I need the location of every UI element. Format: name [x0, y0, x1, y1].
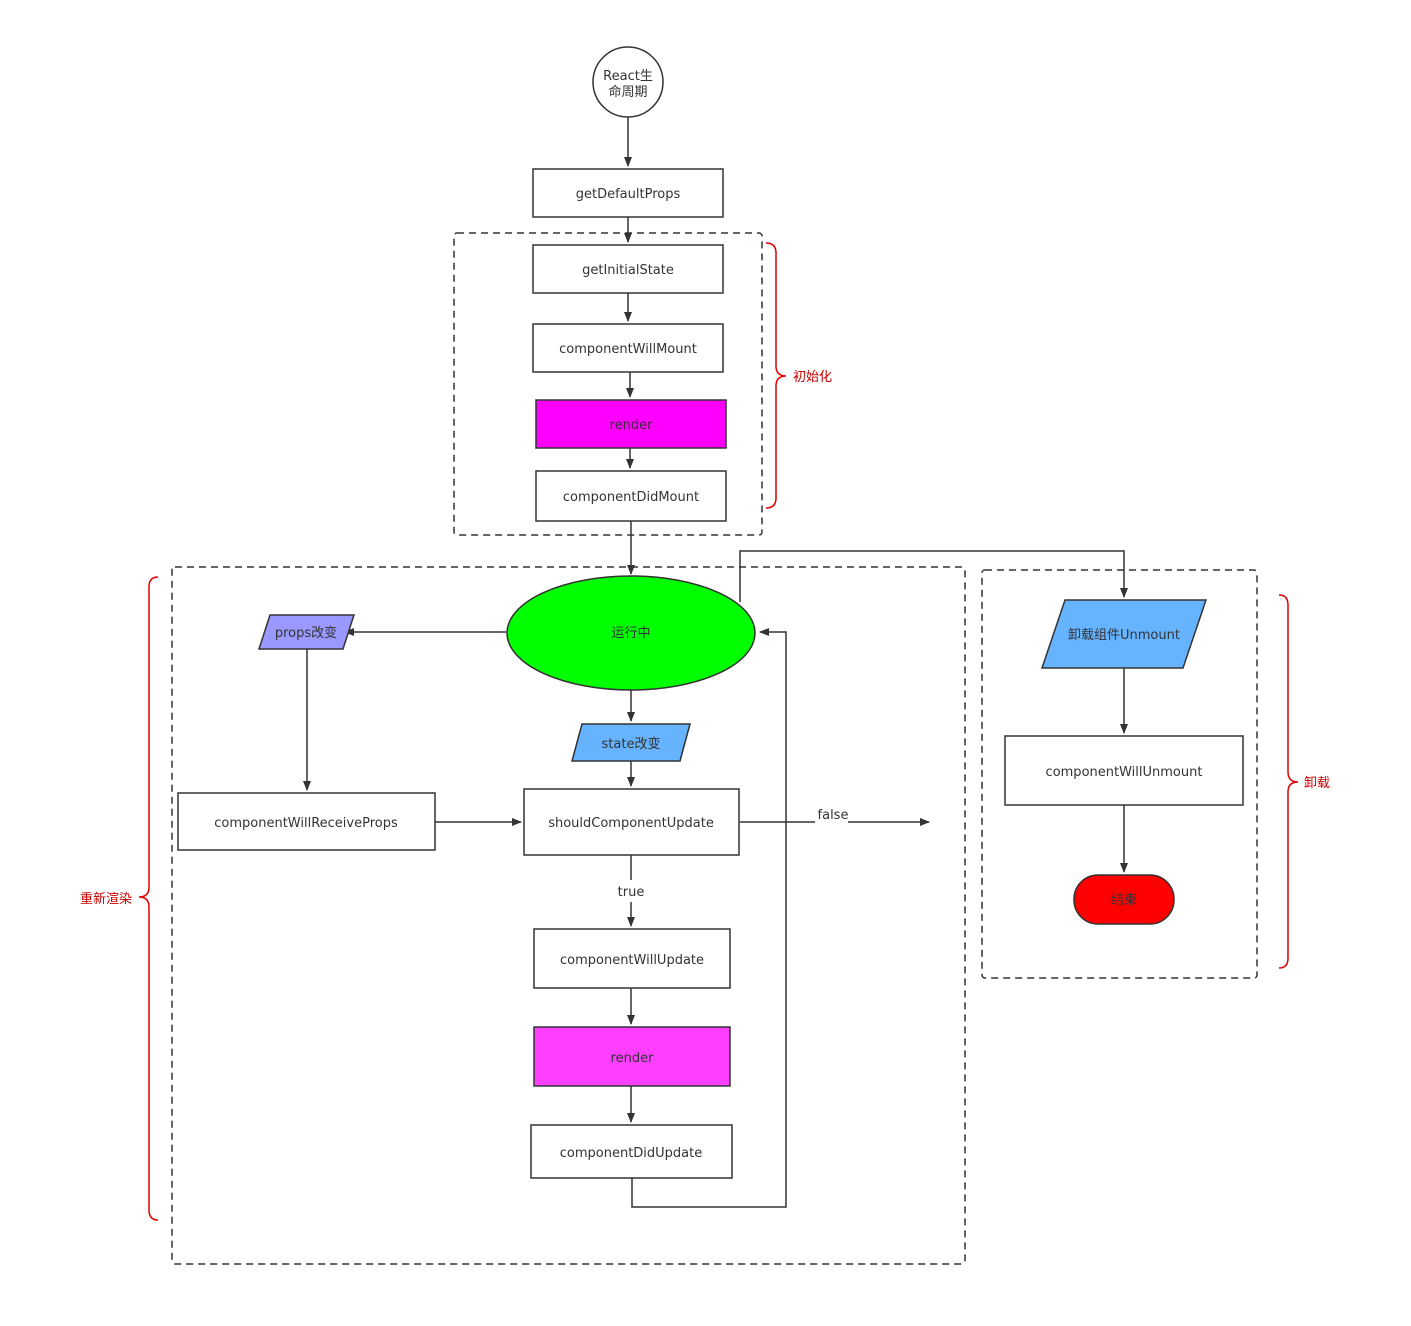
componentdidmount-box: [535, 470, 727, 522]
componentwillunmount-box: [1004, 735, 1244, 806]
componentwillunmount-label: componentWillUnmount: [1046, 765, 1203, 780]
props-change-label: props改变: [275, 625, 337, 641]
render-update-box: [533, 1026, 731, 1087]
getinitialstate-box: [532, 244, 724, 294]
end-label: 结束: [1111, 893, 1137, 908]
componentwillmount-label: componentWillMount: [559, 342, 697, 357]
start-node: [592, 46, 664, 118]
state-change-label: state改变: [602, 736, 661, 752]
getinitialstate-label: getInitialState: [582, 263, 674, 278]
edge-label-false: false: [818, 808, 849, 823]
shouldcomponentupdate-label: shouldComponentUpdate: [548, 816, 714, 831]
componentdidupdate-box: [530, 1124, 733, 1179]
edge-running-to-unmount: [739, 550, 1128, 602]
end-node: [1073, 874, 1175, 925]
getdefaultprops-label: getDefaultProps: [576, 187, 681, 202]
getdefaultprops-box: [532, 168, 724, 218]
render-init-box: [535, 399, 727, 449]
componentwillreceiveprops-box: [177, 792, 436, 851]
unload-group-container: [981, 569, 1258, 979]
state-change-node: [571, 723, 691, 762]
rerender-brace: [138, 576, 159, 1221]
connectors: [303, 117, 1128, 1208]
props-change-node: [257, 614, 356, 650]
render-init-label: render: [610, 418, 654, 433]
componentdidmount-label: componentDidMount: [563, 490, 699, 505]
init-group-label: 初始化: [793, 370, 832, 385]
unload-group-label: 卸载: [1304, 775, 1330, 791]
unmount-node: [1040, 599, 1208, 669]
init-brace: [765, 242, 787, 509]
componentwillmount-box: [532, 323, 724, 373]
componentwillreceiveprops-label: componentWillReceiveProps: [214, 816, 398, 831]
componentwillupdate-label: componentWillUpdate: [560, 953, 704, 968]
running-label: 运行中: [611, 626, 650, 641]
unload-brace: [1278, 594, 1299, 969]
unmount-label: 卸载组件Unmount: [1068, 627, 1180, 643]
edge-didupdate-loop-back: [631, 628, 787, 1208]
start-node-line2: 命周期: [608, 84, 647, 100]
edge-label-true: true: [618, 885, 645, 900]
componentwillupdate-box: [533, 928, 731, 989]
shouldcomponentupdate-box: [523, 788, 740, 856]
running-node: [506, 575, 756, 691]
init-group-container: [453, 232, 763, 536]
start-node-line1: React生: [603, 69, 653, 84]
componentdidupdate-label: componentDidUpdate: [560, 1146, 703, 1161]
render-update-label: render: [611, 1051, 655, 1066]
rerender-group-label: 重新渲染: [80, 891, 132, 907]
